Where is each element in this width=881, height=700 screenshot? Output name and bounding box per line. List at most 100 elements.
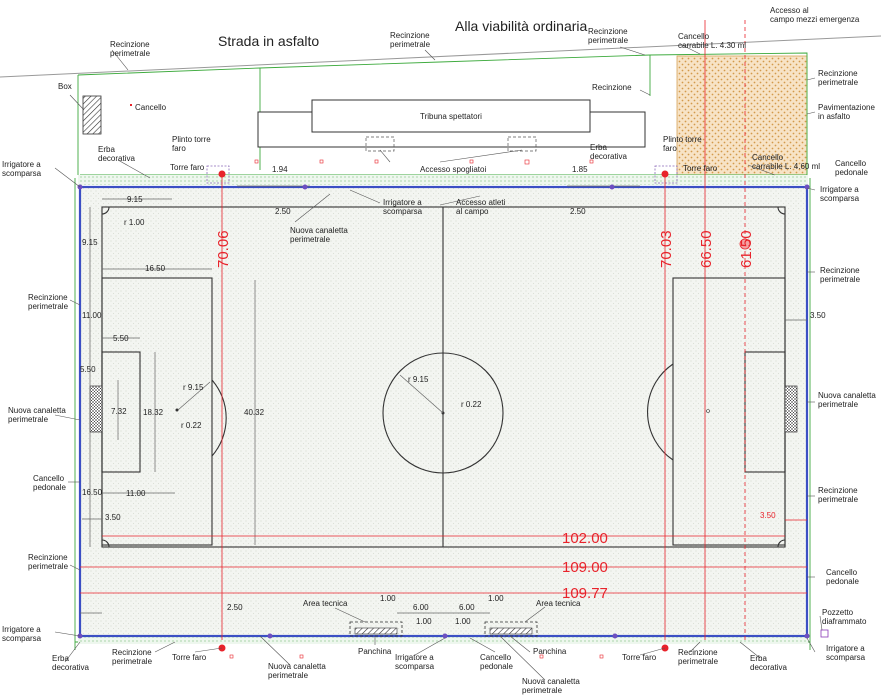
label-accesso-emergenza1: Accesso al [770,6,809,15]
label-recinzione-perimetrale-br1: Recinzione [678,648,718,657]
dim-7-32: 7.32 [111,407,127,416]
label-box: Box [58,82,72,91]
label-irrigatore-bl2: scomparsa [2,634,42,643]
label-irrigatore-top1: Irrigatore a [383,198,422,207]
label-cancello-carrabile-top1: Cancello [678,32,710,41]
dim-11-00-side: 11.00 [82,311,102,320]
road-right-label: Alla viabilità ordinaria [455,18,588,34]
technical-area [349,621,538,637]
label-recinzione-perimetrale-r1: Recinzione [818,69,858,78]
dim-5-50-side: 5.50 [80,365,96,374]
penalty-spot-right [706,409,710,413]
label-recinzione-perimetrale-bl1: Recinzione [112,648,152,657]
label-recinzione-perimetrale-bl2: perimetrale [112,657,153,666]
label-cancello-pedonale-r2: pedonale [826,577,859,586]
label-recinzione-perimetrale-r4: perimetrale [820,275,861,284]
dim-r-1-00: r 1.00 [124,218,145,227]
label-canaletta-top1: Nuova canaletta [290,226,348,235]
label-erba-bl1: Erba [52,654,69,663]
label-pavimentazione1: Pavimentazione [818,103,875,112]
label-erba-br1: Erba [750,654,767,663]
dim-1-00-c: 1.00 [416,617,432,626]
dim-16-50-top: 16.50 [145,264,166,273]
goal-net-left [89,385,103,433]
label-erba-bl2: decorativa [52,663,89,672]
label-torre-faro-tr: Torre faro [683,164,718,173]
label-cancello: Cancello [135,103,167,112]
label-irrigatore-bc1: Irrigatore a [395,653,434,662]
dim-1-85: 1.85 [572,165,588,174]
dim-6-00-b: 6.00 [459,603,475,612]
label-canaletta-r1: Nuova canaletta [818,391,876,400]
dim-5-50-top: 5.50 [113,334,129,343]
dim-1-00-a: 1.00 [380,594,396,603]
label-erba-tr1: Erba [590,143,607,152]
boundary-markers [130,104,604,659]
dim-1-94: 1.94 [272,165,288,174]
label-recinzione-perimetrale-tl1: Recinzione [110,40,150,49]
label-recinzione: Recinzione [592,83,632,92]
label-recinzione-perimetrale-top2: perimetrale [390,40,431,49]
dim-6-00-a: 6.00 [413,603,429,612]
label-cancello-pedonale-tr1: Cancello [835,159,867,168]
label-torre-faro-br: Torre faro [622,653,657,662]
label-plinto-right2: faro [663,144,677,153]
manhole-marker [739,238,751,250]
label-irrigatore-br1: Irrigatore a [826,644,865,653]
label-accesso-atleti2: al campo [456,207,489,216]
dim-3-50-right: 3.50 [810,311,826,320]
label-recinzione-perimetrale-l1: Recinzione [28,293,68,302]
label-irrigatore-br2: scomparsa [826,653,866,662]
dim-r-9-15-left: r 9.15 [183,383,204,392]
dim-2-50-tl: 2.50 [275,207,291,216]
big-dim-109-00: 109.00 [562,559,608,576]
label-canaletta-bc2: perimetrale [522,686,563,695]
label-canaletta-l2: perimetrale [8,415,49,424]
stand-label: Tribuna spettatori [420,112,482,121]
box-structure [82,95,102,135]
label-canaletta-bc1: Nuova canaletta [522,677,580,686]
label-cancello-pedonale-l2: pedonale [33,483,66,492]
label-area-tecnica-left: Area tecnica [303,599,348,608]
leader-lines [54,43,823,681]
label-irrigatore-tl1: Irrigatore a [2,160,41,169]
big-dim-61-50: 61.50 [738,230,755,268]
label-plinto-right1: Plinto torre [663,135,702,144]
label-recinzione-perimetrale-l3: Recinzione [28,553,68,562]
dim-1-00-b: 1.00 [488,594,504,603]
big-dim-109-77: 109.77 [562,585,608,602]
label-canaletta-bl2: perimetrale [268,671,309,680]
label-cancello-pedonale-tr2: pedonale [835,168,868,177]
dim-3-50-left: 3.50 [105,513,121,522]
light-tower-plinth-right [654,165,678,184]
label-accesso-atleti1: Accesso atleti [456,198,506,207]
label-recinzione-perimetrale-r6: perimetrale [818,495,859,504]
label-torre-faro-bl: Torre faro [172,653,207,662]
dim-16-50-side: 16.50 [82,488,103,497]
goal-net-right [784,385,798,433]
diaphragm-well [820,629,829,638]
label-accesso-spogliatoi: Accesso spogliatoi [420,165,486,174]
label-irrigatore-bl1: Irrigatore a [2,625,41,634]
decorative-grass-bottom [78,636,808,644]
label-recinzione-perimetrale-r5: Recinzione [818,486,858,495]
dim-r-0-22-center: r 0.22 [461,400,482,409]
big-dim-70-06: 70.06 [215,230,232,268]
dimension-lines [80,185,807,614]
label-pozzetto2: diaframmato [822,617,867,626]
spectator-stand: Tribuna spettatori [257,99,646,152]
dim-2-50-tr: 2.50 [570,207,586,216]
label-recinzione-perimetrale-l4: perimetrale [28,562,69,571]
label-pavimentazione2: in asfalto [818,112,851,121]
label-irrigatore-bc2: scomparsa [395,662,435,671]
light-towers [218,170,669,652]
dim-9-15-side: 9.15 [82,238,98,247]
label-recinzione-perimetrale-tl2: perimetrale [110,49,151,58]
big-dimension-lines [80,20,807,640]
asphalt-paving [676,55,808,179]
label-panchina-right: Panchina [533,647,567,656]
dim-1-00-d: 1.00 [455,617,471,626]
road-area: Strada in asfalto Alla viabilità ordinar… [0,18,881,78]
label-recinzione-perimetrale-r2: perimetrale [818,78,859,87]
